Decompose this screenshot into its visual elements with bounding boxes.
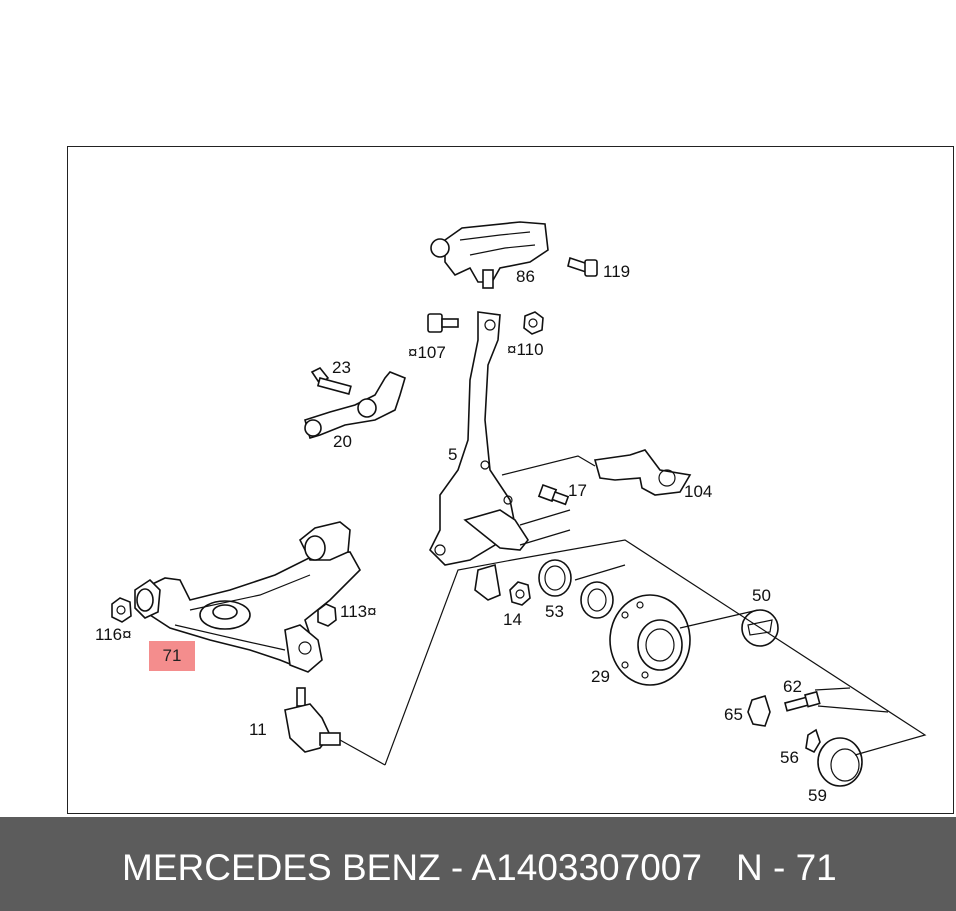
label-110: ¤110: [507, 340, 544, 359]
label-17: 17: [568, 481, 587, 500]
steering-knuckle-5: [429, 311, 529, 601]
ring-56: [805, 728, 821, 754]
bolt-17: [519, 483, 571, 526]
lower-control-arm-71: [134, 521, 361, 673]
upper-mount-86: [430, 221, 549, 289]
assembly-lines: [339, 529, 927, 766]
highlighted-part-label[interactable]: 71: [149, 641, 195, 671]
footer-bar: MERCEDES BENZ - A1403307007 N - 71: [0, 817, 956, 911]
label-104: 104: [684, 482, 712, 501]
bracket-104: [501, 449, 692, 496]
label-119: 119: [603, 262, 630, 281]
bolt-62: [784, 690, 821, 712]
bearing: [580, 581, 614, 619]
label-107: ¤107: [408, 343, 446, 362]
label-86: 86: [516, 267, 535, 286]
footer-diagram-ref: N - 71: [736, 847, 837, 888]
bolt-23: [310, 366, 352, 395]
label-113: 113¤: [340, 602, 377, 621]
wheel-hub-29: [609, 594, 691, 686]
label-53: 53: [545, 602, 564, 621]
label-50: 50: [752, 586, 771, 605]
label-29: 29: [591, 667, 610, 686]
label-5: 5: [448, 445, 457, 464]
label-14: 14: [503, 610, 522, 629]
label-65: 65: [724, 705, 743, 724]
label-116: 116¤: [95, 625, 132, 644]
nut-113: [317, 603, 337, 627]
nut-116: [111, 597, 132, 623]
ball-joint-11: [284, 687, 341, 753]
steering-arm-20: [304, 371, 406, 440]
nut-110: [523, 311, 544, 335]
label-11: 11: [249, 720, 267, 739]
label-59: 59: [808, 786, 827, 805]
label-20: 20: [333, 432, 352, 451]
label-56: 56: [780, 748, 799, 767]
label-23: 23: [332, 358, 351, 377]
clip-65: [747, 695, 771, 727]
hub-cap-59: [817, 737, 863, 787]
bolt-119: [567, 256, 598, 277]
footer-part-number: MERCEDES BENZ - A1403307007: [122, 847, 702, 888]
highlighted-part-number: 71: [162, 646, 182, 665]
nut-14: [509, 581, 531, 606]
seal-53: [538, 559, 572, 597]
bolt-107: [427, 313, 459, 333]
label-62: 62: [783, 677, 802, 696]
